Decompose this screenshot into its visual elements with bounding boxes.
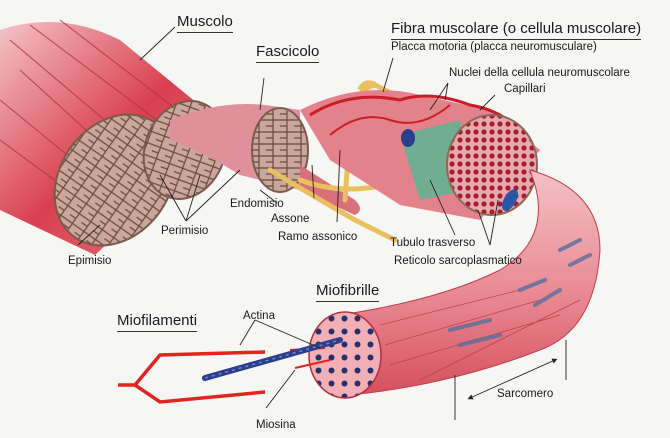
leader-lines: [77, 26, 567, 420]
myofilaments: [118, 337, 343, 404]
label-miosina: Miosina: [256, 419, 296, 431]
label-perimisio: Perimisio: [161, 225, 209, 237]
muscle-body: [0, 19, 230, 255]
label-actina: Actina: [243, 310, 275, 322]
myofibril: [308, 169, 601, 399]
title-fascicolo: Fascicolo: [256, 44, 320, 63]
title-muscolo: Muscolo: [177, 14, 233, 33]
muscle-fiber: [300, 80, 540, 220]
title-miofibrille: Miofibrille: [316, 283, 380, 302]
title-fibra-muscolare: Fibra muscolare (o cellula muscolare): [391, 21, 642, 40]
label-placca-motoria: Placca motoria (placca neuromusculare): [391, 41, 597, 53]
label-nuclei: Nuclei della cellula neuromuscolare: [449, 67, 630, 79]
label-ramo-assonico: Ramo assonico: [278, 231, 358, 243]
label-capillari: Capillari: [504, 83, 546, 95]
label-epimisio: Epimisio: [68, 255, 112, 267]
label-sarcomero: Sarcomero: [497, 388, 554, 400]
label-endomisio: Endomisio: [230, 198, 284, 210]
label-tubulo-trasverso: Tubulo trasverso: [390, 237, 476, 249]
label-assone: Assone: [271, 213, 310, 225]
myofibril-cross-section: [308, 311, 382, 399]
label-reticolo-sarcoplasmatico: Reticolo sarcoplasmatico: [394, 255, 522, 267]
title-miofilamenti: Miofilamenti: [117, 313, 198, 332]
